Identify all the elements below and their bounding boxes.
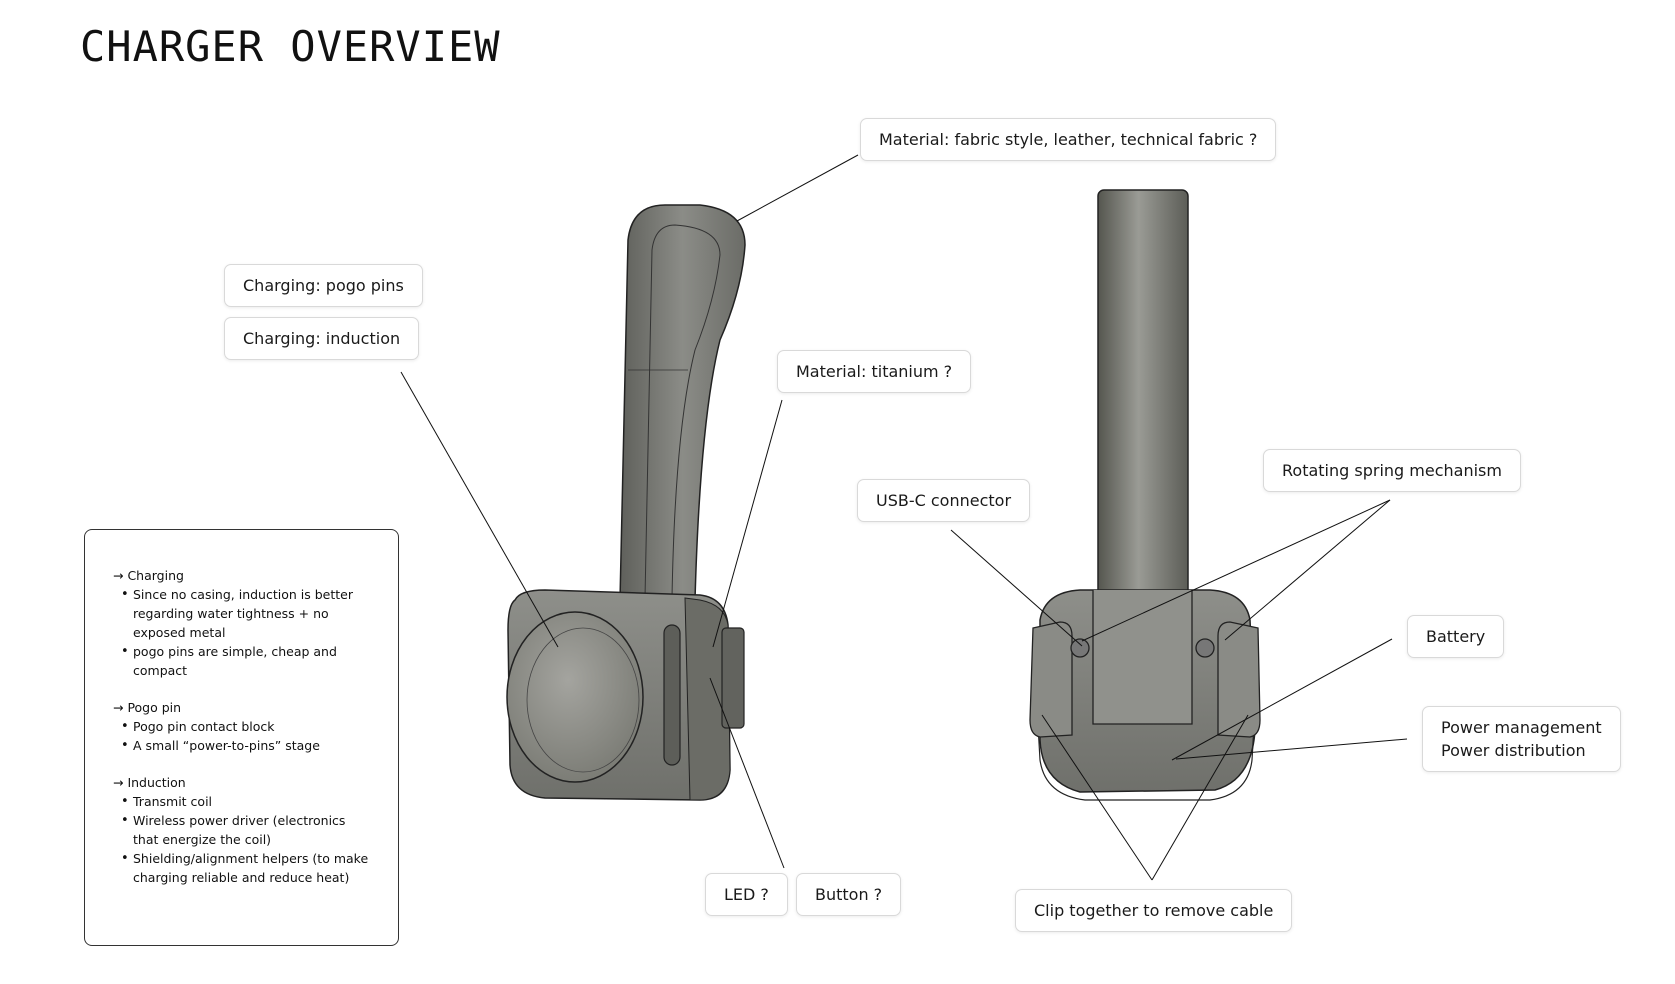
callout-body-material: Material: titanium ? <box>777 350 972 393</box>
left-charger <box>506 204 746 801</box>
right-clip-left <box>1029 621 1073 738</box>
right-strap <box>1097 189 1189 611</box>
callout-strap-material: Material: fabric style, leather, technic… <box>860 118 1277 161</box>
notes-charging-heading: → Charging <box>113 568 184 583</box>
left-side-slot <box>663 624 681 766</box>
notes-charging: → Charging Since no casing, induction is… <box>113 566 398 680</box>
left-strap-inner <box>644 224 721 599</box>
callout-power: Power management Power distribution <box>1422 706 1621 772</box>
list-item: Shielding/alignment helpers (to make cha… <box>121 849 398 887</box>
callout-led: LED ? <box>705 873 788 916</box>
callout-usbc-connector: USB-C connector <box>857 479 1031 522</box>
callout-button: Button ? <box>796 873 902 916</box>
left-button-nub <box>721 627 745 729</box>
list-item: A small “power-to-pins” stage <box>121 736 398 755</box>
callout-spring-mechanism: Rotating spring mechanism <box>1263 449 1521 492</box>
right-charger <box>1029 189 1261 801</box>
list-item: pogo pins are simple, cheap and compact <box>121 642 398 680</box>
right-spring-pivot-right <box>1195 638 1215 658</box>
callout-clip-together: Clip together to remove cable <box>1015 889 1293 932</box>
list-item: Since no casing, induction is better reg… <box>121 585 398 642</box>
notes-induction-heading: → Induction <box>113 775 186 790</box>
right-spring-pivot-left <box>1070 638 1090 658</box>
left-charging-disc <box>506 611 644 783</box>
list-item: Pogo pin contact block <box>121 717 398 736</box>
notes-pogo: → Pogo pin Pogo pin contact block A smal… <box>113 698 398 755</box>
leader-lines <box>400 154 1408 881</box>
right-clip-right <box>1217 621 1261 738</box>
list-item: Transmit coil <box>121 792 398 811</box>
notes-panel: → Charging Since no casing, induction is… <box>84 529 399 946</box>
callout-charging-pogo: Charging: pogo pins <box>224 264 423 307</box>
notes-pogo-heading: → Pogo pin <box>113 700 182 715</box>
notes-induction: → Induction Transmit coil Wireless power… <box>113 773 398 887</box>
left-strap <box>619 204 746 601</box>
list-item: Wireless power driver (electronics that … <box>121 811 398 849</box>
callout-charging-induction: Charging: induction <box>224 317 420 360</box>
page-title: CHARGER OVERVIEW <box>80 22 501 71</box>
callout-battery: Battery <box>1407 615 1505 658</box>
